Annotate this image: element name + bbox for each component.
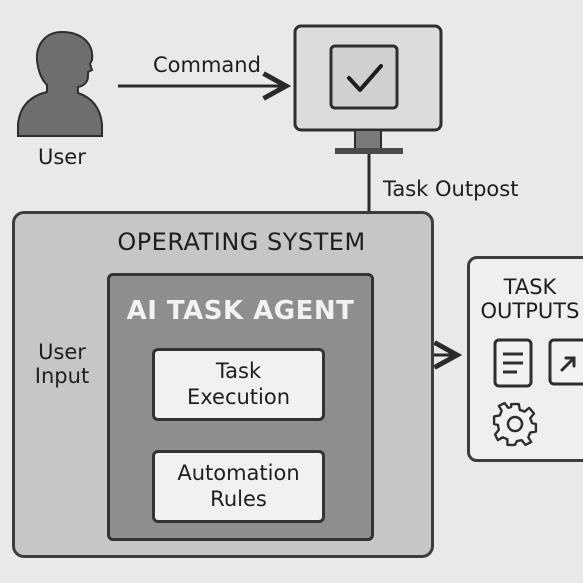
automation-rules-box: Automation Rules <box>152 450 325 523</box>
user-input-line2: Input <box>34 364 90 389</box>
task-outpost-label: Task Outpost <box>383 177 519 201</box>
document-icon <box>493 338 533 388</box>
task-execution-line1: Task <box>215 359 262 384</box>
user-icon <box>17 30 103 137</box>
operating-system-title: OPERATING SYSTEM <box>117 228 366 256</box>
expand-icon <box>548 338 583 386</box>
command-label: Command <box>153 53 261 77</box>
ai-task-agent-title: AI TASK AGENT <box>126 296 355 326</box>
task-outputs-title-line1: TASK <box>503 275 557 299</box>
automation-rules-line1: Automation <box>177 461 300 486</box>
gear-icon <box>492 401 538 447</box>
user-label: User <box>38 145 86 169</box>
automation-rules-line2: Rules <box>210 486 267 511</box>
task-outputs-title: TASK OUTPUTS <box>470 275 583 323</box>
checkmark-icon <box>329 44 399 110</box>
user-input-line1: User <box>38 340 86 364</box>
task-execution-line2: Execution <box>186 384 291 409</box>
user-input-label: User Input <box>30 340 94 388</box>
task-outputs-title-line2: OUTPUTS <box>480 299 580 324</box>
task-execution-box: Task Execution <box>152 348 325 421</box>
